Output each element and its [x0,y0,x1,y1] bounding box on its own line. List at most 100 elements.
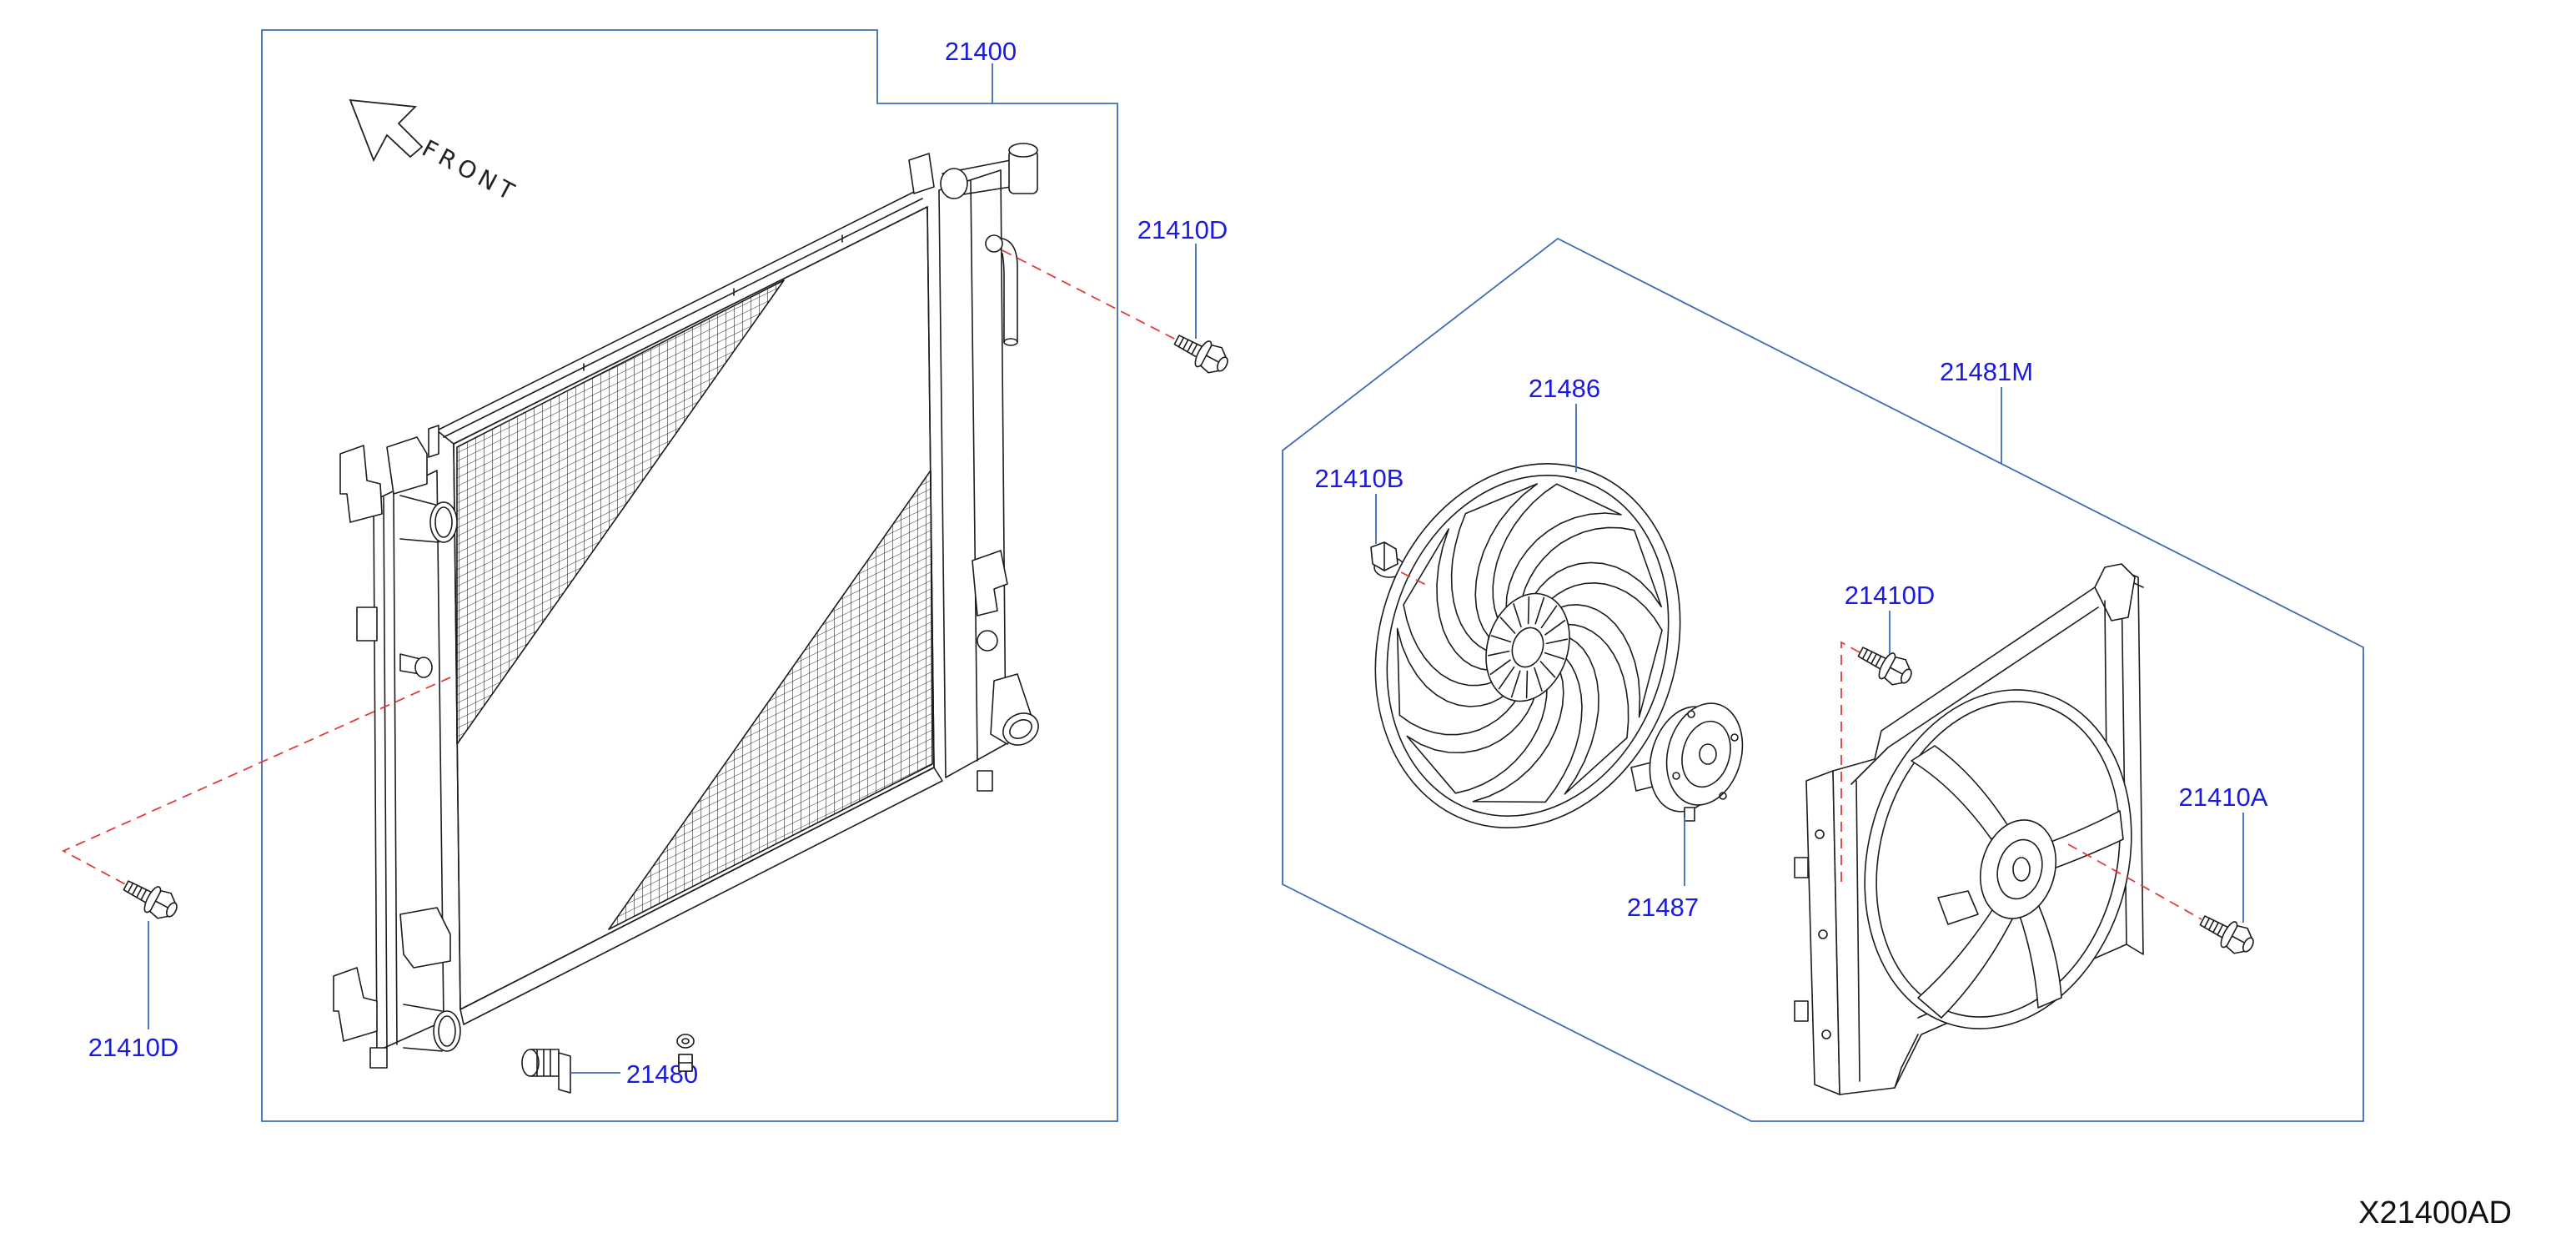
motor-mount-hole [1687,710,1695,718]
install-line-radiator-lower-bolt [61,677,451,887]
front-label: FRONT [418,134,523,208]
fan-hub-rib [1534,667,1543,692]
radiator-side-tab [356,606,378,642]
radiator-outlet-bore [438,1015,456,1047]
shroud-inner-trim [1850,600,2109,1089]
radiator-core-mesh-lower [608,470,933,930]
fan-hub-rib [1499,616,1516,634]
shroud-boss [1821,1029,1831,1039]
callout-label[interactable]: 21410D [1137,215,1228,244]
fan-hub-rib [1544,620,1566,636]
radiator-left-tank-seam [383,493,398,1049]
fan-hub-rib [1510,670,1521,698]
fan-hub-rib [1545,638,1569,645]
fan-blade [1521,526,1662,608]
motor-mount-hole [1719,792,1727,800]
fan-hub-ribs [1487,596,1569,699]
fan-ring-inner [1386,474,1670,818]
fan-blade [1564,623,1629,795]
fan-blade-assembly [1374,463,1681,828]
radiator-core-edges [453,206,935,1010]
fan-hub-rib [1490,635,1512,643]
fan-blade [1450,483,1538,652]
drain-plug-grip [558,1052,571,1094]
fan-hub-cap [1511,627,1544,668]
fan-blade [1492,483,1622,619]
radiator-inlet-opening [429,501,458,543]
callout-label[interactable]: 21410A [2179,783,2268,812]
drain-plug-seal-overlay [678,1054,693,1072]
fan-blade [1549,582,1663,718]
radiator-lower-tank-bracket [399,907,451,969]
motor-mount-hole [1730,733,1739,742]
radiator-right-tank-seam [970,179,978,762]
bolt-radiator-upper [1169,326,1234,380]
callout-label[interactable]: 21400 [945,37,1017,66]
shroud-hub-center [2012,857,2031,882]
radiator-lower-pin [369,1047,388,1069]
shroud-spoke [2019,903,2062,1009]
bolt-shroud-right [2195,907,2260,960]
radiator-group-frame [261,29,1118,1122]
fan-hub-rib [1513,603,1522,628]
drain-plug [521,1049,571,1094]
install-line-radiator-upper-bolt [1002,249,1178,341]
fan-hub-rib [1534,596,1545,625]
fan-nut [1370,541,1405,578]
radiator-right-bracket [972,550,1008,616]
callout-label[interactable]: 21487 [1627,893,1699,922]
radiator-top-plate [436,189,928,445]
drain-plug-thread-end [521,1049,540,1077]
radiator-core-mesh-upper [456,279,785,745]
drain-plug-thread-lines [536,1049,551,1077]
radiator [333,143,1039,1069]
radiator-right-fitting [977,630,998,652]
fan-hub-rib [1487,650,1510,657]
radiator-inlet-pipe [399,495,439,543]
radiator-overflow-nipple [985,234,1003,253]
radiator-top-left-pin [428,425,439,458]
shroud-motor-connector [1937,890,1979,925]
motor-mount-hole [1672,772,1680,780]
callout-label[interactable]: 21481M [1940,357,2033,386]
install-line-shroud-upper-bolt [1840,641,1860,888]
fan-hub-rib [1525,670,1529,699]
fan-hub-rib [1544,652,1565,660]
fan-hub-rib [1498,666,1515,690]
callout-label[interactable]: 21410D [1845,581,1936,610]
shroud-spoke [1917,900,2017,1019]
fan-blade [1472,657,1583,803]
callout-label[interactable]: 21410B [1315,464,1404,493]
radiator-filler-neck-end [940,168,968,199]
fan-assembly-group-frame [1282,237,2364,1122]
radiator-inlet-bore [434,506,453,538]
radiator-top-bracket [908,153,935,194]
motor-shaft [1699,743,1717,765]
radiator-lower-left-bracket [333,967,378,1042]
bolt-shroud-upper [1853,638,1918,692]
diagram-code: X21400AD [2358,1195,2512,1230]
radiator-filler-top [1008,143,1038,158]
front-arrow-icon [349,98,424,163]
radiator-outlet-pipe [403,1004,443,1052]
radiator-top-left-fitting [386,436,428,495]
fan-hub-rib [1489,659,1511,675]
seal-ring [676,1034,695,1049]
install-line-fan-nut [1400,571,1432,588]
motor-stud [1684,807,1695,822]
fan-hub-rib [1539,661,1556,678]
shroud-boss [1818,929,1828,939]
shroud-spoke [2044,810,2124,870]
fan-blade [1396,627,1520,736]
shroud-tab [1794,1000,1809,1022]
bolt-radiator-lower [118,872,183,925]
radiator-overflow-hose-end [1003,338,1018,346]
shroud-boss [1815,829,1825,839]
radiator-bottom-plate [459,767,943,1025]
fan-blade [1403,528,1496,687]
shroud-spoke [1911,745,2009,840]
callout-label[interactable]: 21410D [88,1033,179,1062]
fan-blades [1396,483,1663,803]
callout-label[interactable]: 21486 [1529,374,1600,403]
